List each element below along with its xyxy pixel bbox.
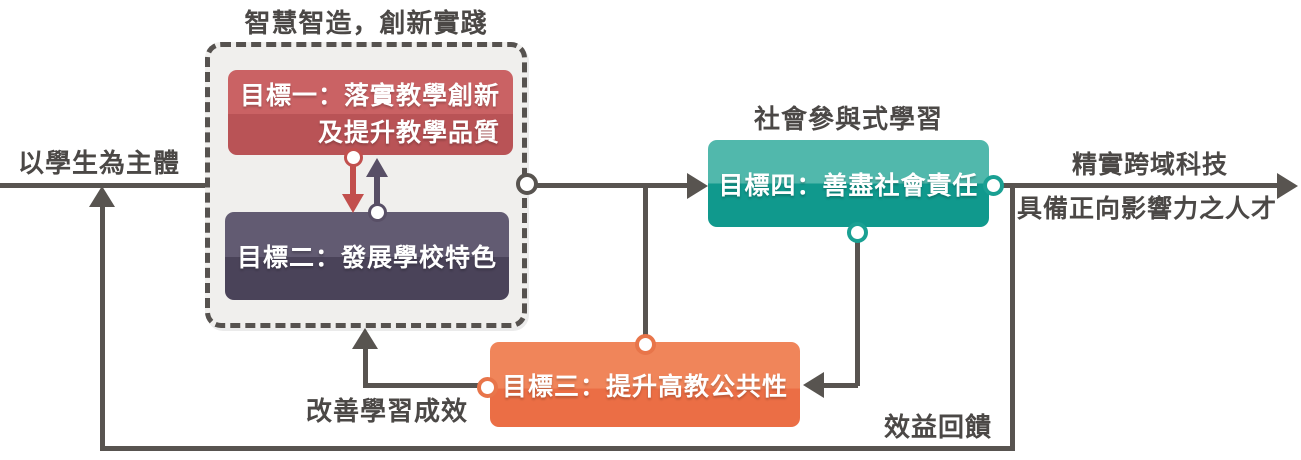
goal1-box: 目標一：落實教學創新 及提升教學品質 (228, 70, 513, 155)
label-improve-learning: 改善學習成效 (306, 397, 469, 427)
feedback-left-line (100, 204, 105, 448)
goal4-to-goal3-vline (855, 227, 860, 386)
group-to-goal4-line (527, 183, 690, 188)
goal1-line2: 及提升教學品質 (317, 118, 500, 147)
label-student-centered: 以學生為主體 (18, 149, 181, 179)
goal2-top-dot-icon (368, 203, 387, 222)
goal2-to-goal1-arrow-shaft (374, 176, 380, 212)
goal3-box: 目標三：提升高教公共性 (490, 342, 800, 427)
goal4-box: 目標四：善盡社會責任 (708, 140, 989, 227)
goal3-to-group-hline (363, 383, 487, 388)
label-benefit-feedback: 效益回饋 (884, 413, 993, 443)
goal4-right-dot-icon (983, 175, 1004, 196)
feedback-right-line (1010, 186, 1015, 448)
goal3-left-dot-icon (477, 377, 498, 398)
goal4-label: 目標四：善盡社會責任 (718, 170, 979, 200)
input-line (0, 183, 210, 188)
branch-to-goal3-line (643, 186, 648, 344)
arrowhead-into-goal3-icon (803, 372, 824, 398)
arrowhead-into-goal4-icon (687, 173, 708, 199)
goal2-to-goal1-arrowhead-icon (366, 158, 388, 177)
goal3-label: 目標三：提升高教公共性 (501, 371, 788, 401)
goal4-bottom-dot-icon (847, 222, 868, 243)
goal1-to-goal2-arrowhead-icon (342, 194, 364, 213)
arrowhead-output-icon (1277, 173, 1298, 199)
strategy-group-title: 智慧智造，創新實踐 (244, 9, 488, 39)
label-lean-crossdomain-tech: 精實跨域科技 (1071, 150, 1228, 179)
goal1-to-goal2-arrow-shaft (350, 161, 356, 196)
goal1-line1: 目標一：落實教學創新 (239, 81, 500, 110)
goal2-label: 目標二：發展學校特色 (236, 243, 497, 272)
goal3-to-group-vline (363, 348, 368, 388)
goal1-bottom-dot-icon (344, 148, 363, 167)
feedback-bottom-line (100, 446, 1015, 451)
goal3-top-dot-icon (635, 334, 656, 355)
arrowhead-into-group-icon (352, 328, 378, 349)
label-positive-impact-talent: 具備正向影響力之人才 (1016, 194, 1277, 223)
label-social-learning: 社會參與式學習 (753, 105, 943, 135)
goal2-box: 目標二：發展學校特色 (225, 212, 509, 300)
goal4-to-goal3-hline (822, 383, 858, 388)
arrowhead-feedback-up-icon (89, 186, 115, 207)
output-line (1001, 183, 1278, 188)
group-exit-dot-icon (516, 173, 538, 195)
